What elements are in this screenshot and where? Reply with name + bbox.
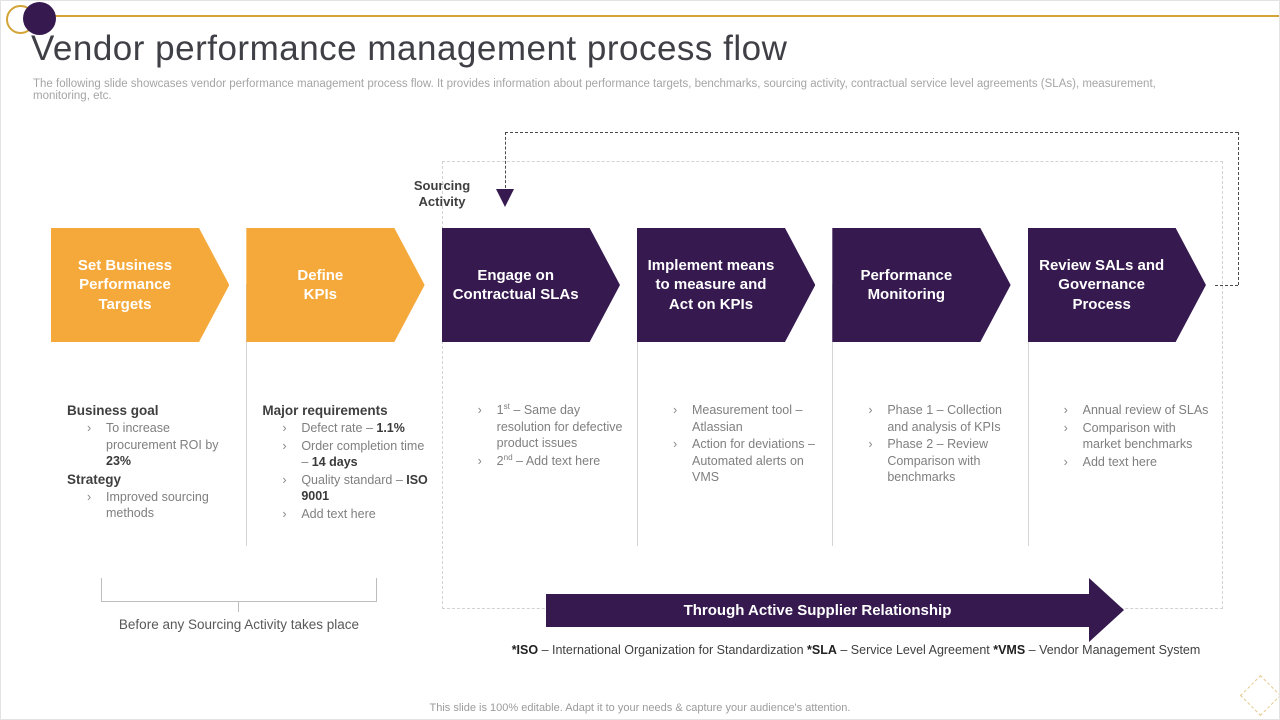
detail-bullet: › Phase 1 – Collection and analysis of KP… bbox=[832, 402, 1019, 435]
process-step-label: Review SALs and Governance Process bbox=[1039, 256, 1165, 313]
process-step-label: Set Business Performance Targets bbox=[77, 256, 173, 313]
process-column-3: Engage on Contractual SLAs › 1st – Same da… bbox=[441, 228, 637, 558]
detail-bullet-text: Add text here bbox=[1082, 454, 1157, 469]
process-step-arrow-3: Engage on Contractual SLAs bbox=[441, 228, 620, 342]
process-step-arrow-1: Set Business Performance Targets bbox=[51, 228, 230, 342]
detail-bullet: › Add text here bbox=[1028, 454, 1215, 471]
chevron-bullet-icon: › bbox=[1063, 403, 1068, 417]
supplier-relationship-arrow: Through Active Supplier Relationship bbox=[546, 578, 1124, 642]
bracket-bottom bbox=[101, 601, 377, 602]
chevron-bullet-icon: › bbox=[672, 403, 678, 417]
chevron-bullet-icon: › bbox=[87, 489, 92, 504]
detail-bullet: › Order completion time – 14 days bbox=[246, 438, 433, 471]
supplier-relationship-arrow-body: Through Active Supplier Relationship bbox=[546, 594, 1089, 627]
process-step-label: Define KPIs bbox=[297, 266, 344, 304]
detail-bullet: › Comparison with market benchmarks bbox=[1028, 420, 1215, 453]
chevron-bullet-icon: › bbox=[282, 438, 287, 453]
detail-bullet-text: Comparison with market benchmarks bbox=[1082, 420, 1193, 452]
process-step-label: Engage on Contractual SLAs bbox=[452, 266, 579, 304]
detail-bullet-text: To increase procurement ROI by 23% bbox=[106, 421, 219, 469]
sourcing-loop-connector-down bbox=[505, 132, 506, 188]
detail-bullet-text: Annual review of SLAs bbox=[1082, 403, 1209, 417]
detail-bullet-text: Measurement tool – Atlassian bbox=[691, 403, 803, 434]
top-accent-line bbox=[53, 15, 1279, 17]
process-column-5: Performance Monitoring › Phase 1 – Collect… bbox=[832, 228, 1027, 558]
detail-bullet-text: Add text here bbox=[301, 506, 376, 521]
page-subtitle: The following slide showcases vendor per… bbox=[33, 78, 1156, 102]
chevron-bullet-icon: › bbox=[868, 403, 873, 417]
step-details: › Measurement tool – Atlassian › Action for… bbox=[637, 402, 832, 486]
chevron-bullet-icon: › bbox=[1063, 420, 1068, 435]
detail-bullet: › Improved sourcing methods bbox=[51, 489, 238, 522]
detail-bullet: › Annual review of SLAs bbox=[1028, 402, 1215, 419]
detail-heading: Strategy bbox=[67, 471, 122, 487]
detail-bullet-text: Defect rate – 1.1% bbox=[301, 421, 405, 436]
editable-note: This slide is 100% editable. Adapt it to… bbox=[429, 702, 851, 714]
footnote: *ISO – International Organization for St… bbox=[511, 643, 1201, 657]
column-divider bbox=[246, 284, 247, 546]
detail-bullet: › 2nd – Add text here bbox=[442, 453, 629, 470]
page-title: Vendor performance management process fl… bbox=[31, 29, 788, 68]
bracket-tick bbox=[238, 601, 239, 612]
chevron-bullet-icon: › bbox=[868, 437, 873, 451]
process-step-arrow-2: Define KPIs bbox=[246, 228, 425, 342]
detail-bullet-text: Action for deviations – Automated alerts… bbox=[691, 437, 815, 484]
detail-bullet-text: Improved sourcing methods bbox=[106, 489, 209, 521]
chevron-bullet-icon: › bbox=[282, 506, 287, 521]
arrow-down-icon bbox=[496, 189, 514, 207]
detail-bullet-text: Order completion time – 14 days bbox=[301, 438, 425, 470]
detail-bullet-text: Phase 1 – Collection and analysis of KPI… bbox=[887, 403, 1002, 434]
detail-bullet: › Measurement tool – Atlassian bbox=[637, 402, 824, 435]
process-column-4: Implement means to measure and Act on KP… bbox=[636, 228, 832, 558]
step-details: › Annual review of SLAs › Comparison with m… bbox=[1028, 402, 1223, 470]
column-divider bbox=[1028, 284, 1029, 546]
detail-bullet-text: Quality standard – ISO 9001 bbox=[301, 472, 428, 504]
step-details: Business goal › To increase procurement RO… bbox=[51, 402, 246, 522]
purple-dot-icon bbox=[23, 2, 56, 35]
detail-bullet: › Quality standard – ISO 9001 bbox=[246, 472, 433, 505]
process-step-arrow-5: Performance Monitoring bbox=[832, 228, 1011, 342]
supplier-relationship-arrow-label: Through Active Supplier Relationship bbox=[683, 602, 952, 619]
chevron-bullet-icon: › bbox=[87, 421, 92, 436]
chevron-bullet-icon: › bbox=[477, 453, 482, 468]
detail-bullet-text: 2nd – Add text here bbox=[496, 452, 601, 468]
detail-bullet: › Add text here bbox=[246, 506, 433, 523]
process-step-label: Implement means to measure and Act on KP… bbox=[647, 256, 775, 313]
column-divider bbox=[832, 284, 833, 546]
detail-bullet: › 1st – Same day resolution for defective… bbox=[442, 402, 629, 452]
chevron-bullet-icon: › bbox=[282, 421, 287, 436]
chevron-bullet-icon: › bbox=[477, 403, 482, 417]
bracket-right bbox=[376, 578, 377, 602]
chevron-bullet-icon: › bbox=[282, 472, 287, 487]
sourcing-loop-connector-right bbox=[1238, 132, 1239, 285]
detail-heading: Business goal bbox=[67, 403, 159, 418]
column-divider bbox=[637, 284, 638, 546]
detail-bullet: › Phase 2 – Review Comparison with benchm… bbox=[832, 436, 1019, 486]
step-details: Major requirements › Defect rate – 1.1% › Or… bbox=[246, 402, 441, 522]
detail-bullet: › Action for deviations – Automated alert… bbox=[637, 436, 824, 486]
detail-bullet: › Defect rate – 1.1% bbox=[246, 420, 433, 437]
sourcing-loop-connector-top bbox=[505, 132, 1238, 133]
sourcing-loop-connector-stub bbox=[1215, 285, 1238, 286]
process-step-arrow-4: Implement means to measure and Act on KP… bbox=[636, 228, 816, 342]
bracket-label: Before any Sourcing Activity takes place bbox=[118, 617, 360, 632]
arrow-right-icon bbox=[1089, 578, 1124, 642]
chevron-bullet-icon: › bbox=[672, 437, 678, 451]
step-details: › 1st – Same day resolution for defective… bbox=[442, 402, 637, 469]
detail-bullet-text: 1st – Same day resolution for defective … bbox=[496, 401, 623, 450]
step-details: › Phase 1 – Collection and analysis of KP… bbox=[832, 402, 1027, 486]
detail-bullet-text: Phase 2 – Review Comparison with benchma… bbox=[887, 437, 989, 484]
chevron-bullet-icon: › bbox=[1063, 454, 1068, 469]
detail-bullet: › To increase procurement ROI by 23% bbox=[51, 420, 238, 470]
process-step-arrow-6: Review SALs and Governance Process bbox=[1027, 228, 1206, 342]
bracket-left bbox=[101, 578, 102, 602]
detail-heading: Major requirements bbox=[262, 403, 388, 418]
process-column-6: Review SALs and Governance Process › Annua… bbox=[1027, 228, 1223, 558]
process-step-label: Performance Monitoring bbox=[860, 266, 953, 304]
